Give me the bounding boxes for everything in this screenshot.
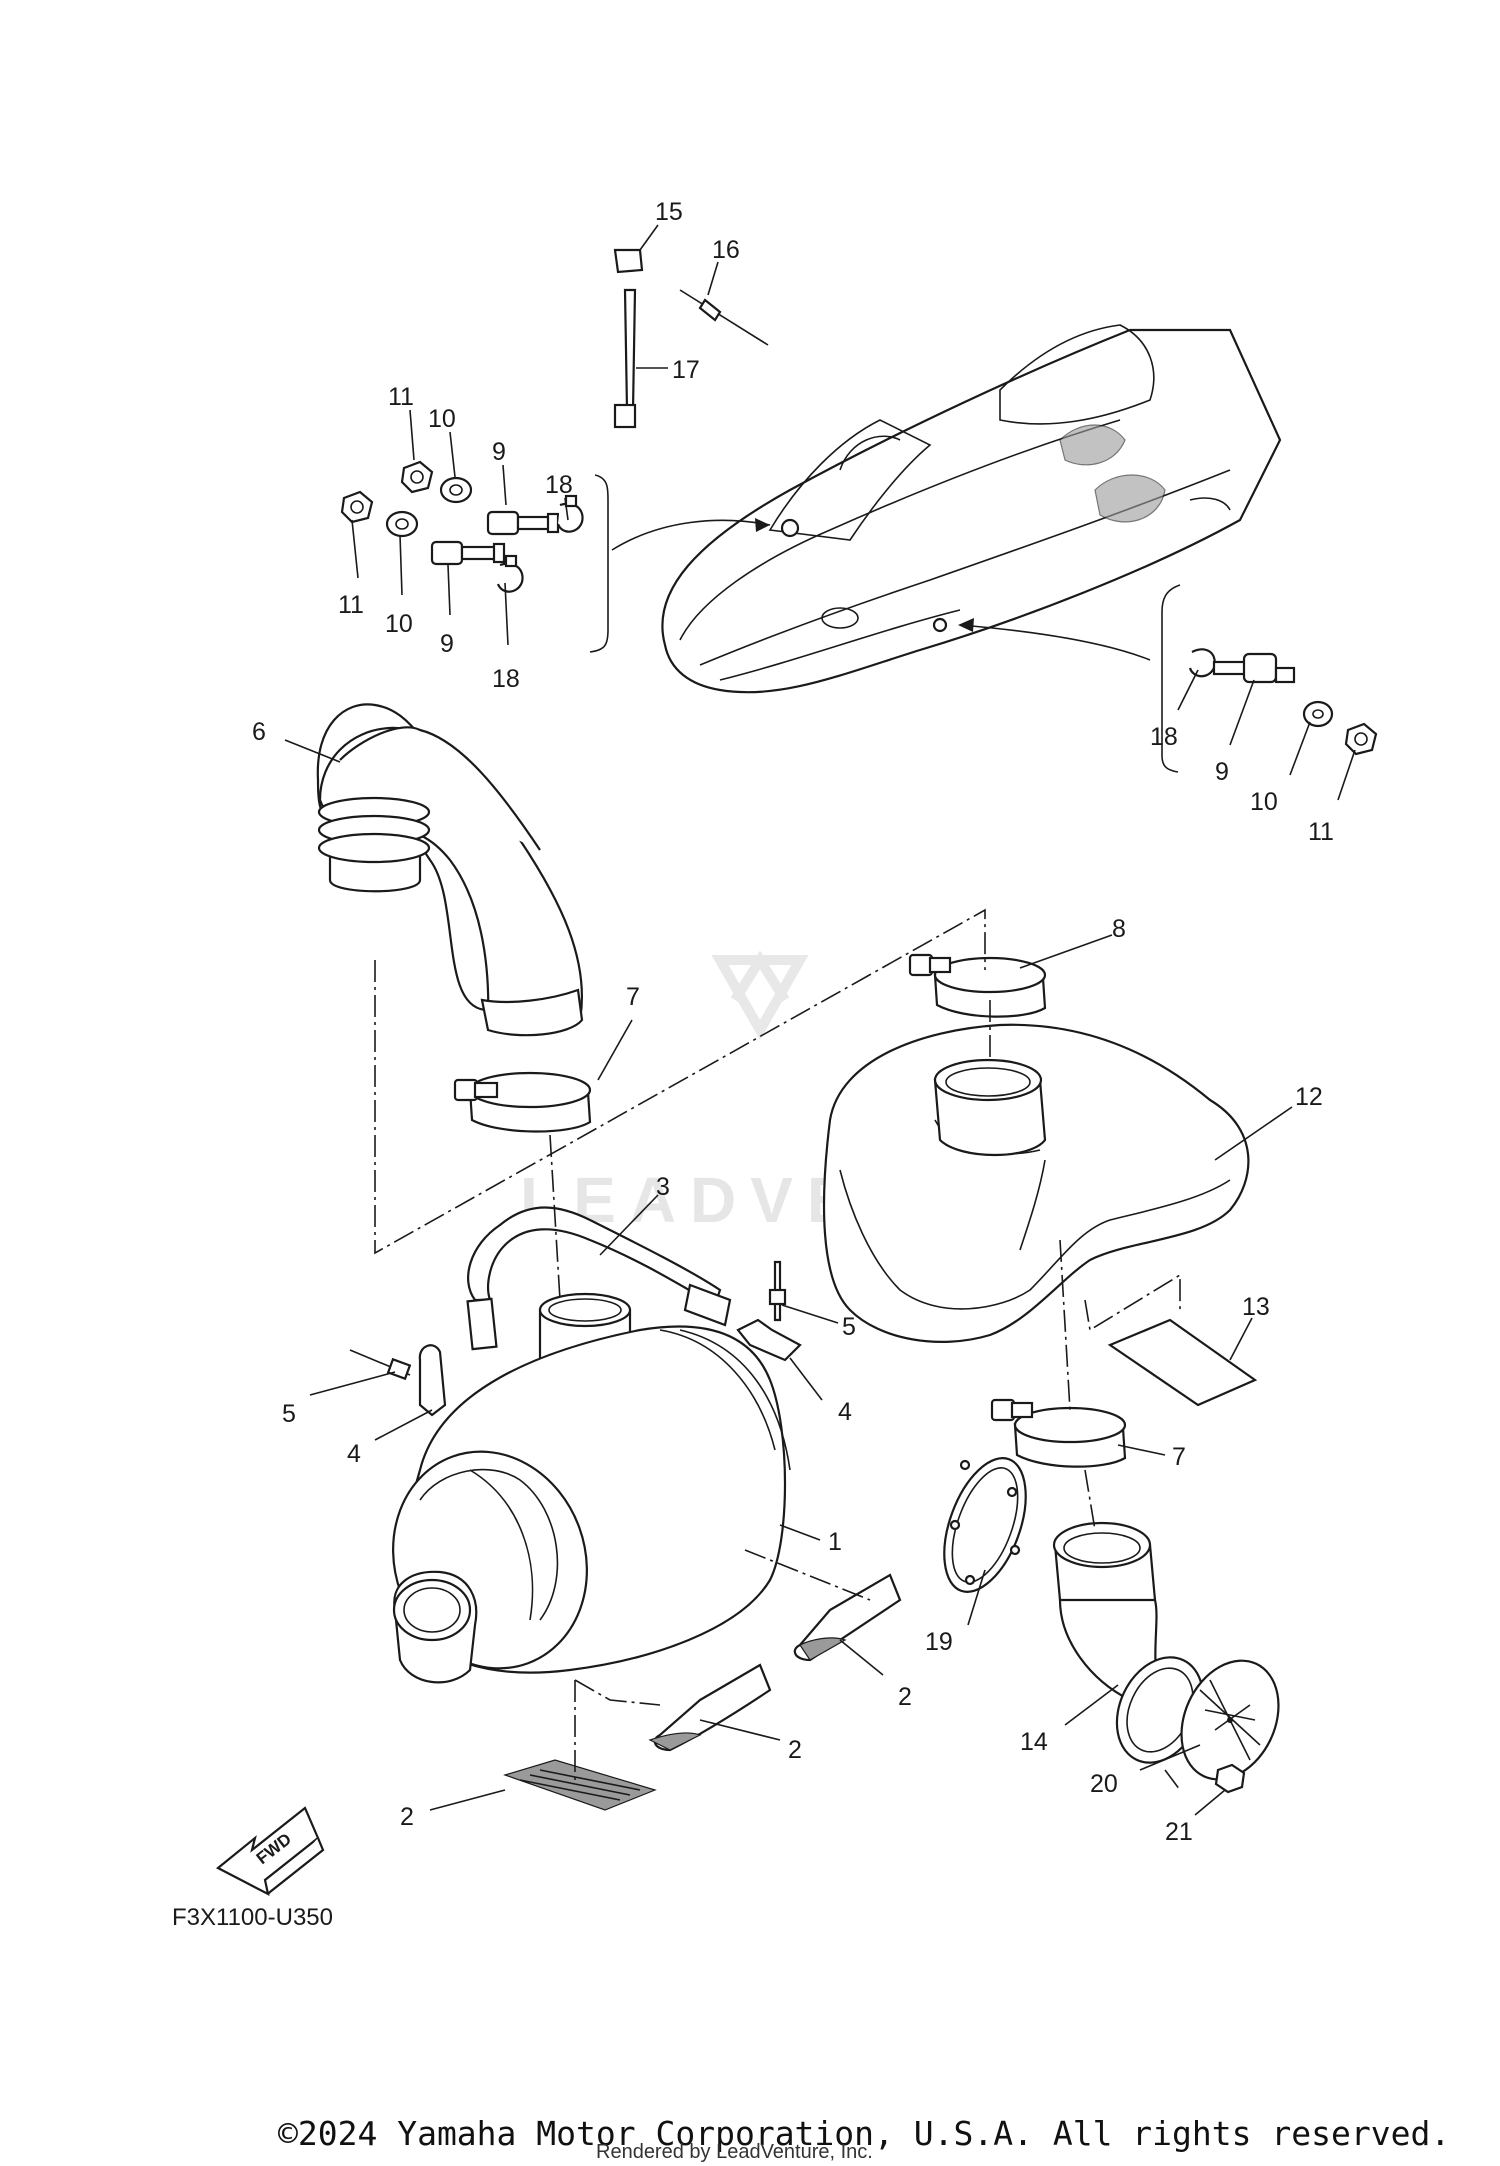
callout-1: 1 [828, 1528, 842, 1556]
callout-20: 20 [1090, 1770, 1118, 1798]
washer-lower [385, 510, 419, 538]
callout-7-upper: 7 [626, 983, 640, 1011]
mount-stud-right [1212, 652, 1296, 684]
rivet-pin [679, 289, 769, 346]
washer-right [1302, 700, 1334, 728]
callout-4-right: 4 [838, 1398, 852, 1426]
callout-leaders [284, 224, 1356, 1816]
callout-10-top: 10 [428, 405, 456, 433]
bracket-left [418, 1344, 447, 1417]
flange-nut-lower [340, 490, 374, 524]
foam-pad [1107, 1318, 1258, 1407]
rivet-right [768, 1260, 787, 1322]
cable-tie-assembly [613, 248, 769, 429]
callout-18-right: 18 [1150, 723, 1178, 751]
callout-5-left: 5 [282, 1400, 296, 1428]
callout-7-lower: 7 [1172, 1443, 1186, 1471]
clip-upper [556, 494, 584, 533]
clip-right [1188, 648, 1216, 678]
callout-13: 13 [1242, 1293, 1270, 1321]
assembly-lines [374, 908, 1181, 1791]
callout-11-right: 11 [1308, 818, 1334, 846]
hose-clamp-left [453, 1071, 592, 1133]
callout-10-right: 10 [1250, 788, 1278, 816]
callout-19: 19 [925, 1628, 953, 1656]
callout-16: 16 [712, 236, 740, 264]
hose-clamp-top [908, 953, 1047, 1018]
mount-stud-lower [430, 540, 506, 566]
mount-hardware-left [340, 460, 584, 593]
callout-6: 6 [252, 718, 266, 746]
callout-2-right: 2 [898, 1683, 912, 1711]
mount-stud-upper [486, 510, 560, 536]
callout-14: 14 [1020, 1728, 1048, 1756]
callout-17: 17 [672, 356, 700, 384]
callout-15: 15 [655, 198, 683, 226]
flame-arrester-screen [1180, 1659, 1280, 1781]
mount-hardware-right [1188, 648, 1378, 756]
flange-nut-right [1344, 722, 1378, 756]
callout-12: 12 [1295, 1083, 1323, 1111]
rivet-left [349, 1349, 412, 1381]
callout-4-left: 4 [347, 1440, 361, 1468]
washer-upper [439, 476, 473, 504]
callout-21: 21 [1165, 1818, 1193, 1846]
heat-guard-right [793, 1573, 902, 1662]
callout-labels: 15 16 17 11 10 9 18 11 10 9 18 18 9 10 1… [252, 198, 1334, 1846]
holding-band [466, 1206, 732, 1351]
copyright-notice: ©2024 Yamaha Motor Corporation, U.S.A. A… [278, 2114, 1450, 2153]
diagram-code: F3X1100-U350 [172, 1904, 333, 1931]
callout-2-bottom: 2 [400, 1803, 414, 1831]
bracket-right [736, 1318, 802, 1362]
callout-11-left: 11 [338, 591, 364, 619]
hex-nut [1214, 1763, 1246, 1794]
callout-9-top: 9 [492, 438, 506, 466]
air-box-body [392, 1292, 791, 1684]
heat-guard-center [648, 1663, 772, 1752]
flange-nut-upper [400, 460, 434, 494]
rendered-by: Rendered by LeadVenture, Inc. [596, 2141, 873, 2163]
clip-lower [496, 554, 524, 593]
arrow-left-group [611, 519, 771, 551]
callout-11-top: 11 [388, 383, 414, 411]
hose-clamp-lower [990, 1398, 1127, 1468]
callout-2-center: 2 [788, 1736, 802, 1764]
intake-duct-pipe [316, 703, 584, 1037]
callout-9-right: 9 [1215, 758, 1229, 786]
callout-8: 8 [1112, 915, 1126, 943]
callout-18-top: 18 [545, 471, 573, 499]
watercraft-hull [661, 324, 1282, 694]
arrow-right-group [959, 624, 1151, 661]
heat-guard-bottom [503, 1759, 657, 1811]
resonator-tank [822, 1023, 1250, 1343]
callout-9-left: 9 [440, 630, 454, 658]
fwd-arrow: FWD [216, 1806, 325, 1897]
callout-18-left: 18 [492, 665, 520, 693]
callout-10-left: 10 [385, 610, 413, 638]
callout-3: 3 [656, 1173, 670, 1201]
callout-5-right: 5 [842, 1313, 856, 1341]
flange-ring [943, 1457, 1027, 1593]
